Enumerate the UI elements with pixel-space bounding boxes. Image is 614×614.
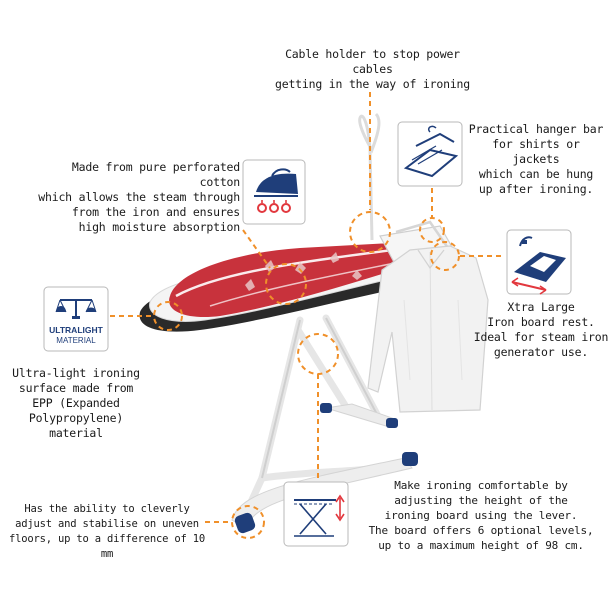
ultralight-badge: ULTRALIGHT MATERIAL (44, 325, 108, 346)
callout-line: adjusting the height of the (394, 494, 568, 507)
callout-line: up after ironing. (478, 182, 594, 196)
rear-foot (325, 403, 393, 427)
callout-line: Cable holder to stop power cables (285, 47, 460, 76)
callout-line: EPP (Expanded (32, 396, 120, 410)
iron-steam-icon (242, 159, 306, 225)
callout-line: The board offers 6 optional levels, (368, 524, 594, 537)
callout-line: which can be hung (478, 167, 594, 181)
badge-line-2: MATERIAL (56, 336, 96, 345)
callout-leaders (110, 92, 505, 539)
hanger-bar (395, 220, 450, 249)
iron-rest-icon (506, 229, 572, 295)
callout-cotton: Made from pure perforated cotton which a… (30, 160, 240, 235)
callout-line: Xtra Large (507, 300, 575, 314)
callout-line: floors, up to a difference of 10 mm (9, 533, 205, 560)
callout-line: Make ironing comfortable by (394, 479, 568, 492)
foot-cap (234, 512, 256, 534)
callout-iron-rest: Xtra Large Iron board rest. Ideal for st… (472, 300, 610, 360)
callout-ultralight: Ultra-light ironing surface made from EP… (2, 366, 150, 441)
callout-line: Has the ability to cleverly (24, 503, 190, 515)
ultralight-material-icon (43, 286, 109, 352)
callout-line: Made from pure perforated cotton (71, 160, 240, 189)
callout-line: ironing board using the lever. (384, 509, 578, 522)
callout-line: generator use. (493, 345, 589, 359)
callout-line: surface made from (18, 381, 134, 395)
callout-line: material (49, 426, 103, 440)
shirt (367, 245, 489, 413)
foot-cap (402, 452, 418, 466)
badge-line-1: ULTRALIGHT (49, 325, 103, 335)
callout-line: up to a maximum height of 98 cm. (378, 539, 584, 552)
foot-cap (320, 403, 332, 413)
hanger-bar-icon (397, 121, 463, 187)
cable-holder (358, 112, 381, 241)
callout-line: from the iron and ensures (71, 205, 240, 219)
foot-cap (386, 418, 398, 428)
ironing-board (139, 112, 489, 534)
height-adjust-icon (283, 481, 349, 547)
callout-cable-holder: Cable holder to stop power cables gettin… (265, 47, 480, 92)
callout-line: Practical hanger bar (468, 122, 604, 136)
callout-line: high moisture absorption (78, 220, 241, 234)
callout-line: Ultra-light ironing (12, 366, 140, 380)
callout-line: for shirts or jackets (492, 137, 580, 166)
callout-line: getting in the way of ironing (275, 77, 470, 91)
board-cover (169, 242, 410, 318)
callout-line: Iron board rest. (487, 315, 595, 329)
callout-hanger: Practical hanger bar for shirts or jacke… (466, 122, 606, 197)
callout-line: adjust and stabilise on uneven (15, 518, 199, 530)
callout-line: Polypropylene) (28, 411, 124, 425)
callout-line: which allows the steam through (38, 190, 240, 204)
callout-feet: Has the ability to cleverly adjust and s… (0, 502, 214, 562)
callout-line: Ideal for steam iron (473, 330, 609, 344)
callout-height: Make ironing comfortable by adjusting th… (350, 478, 612, 553)
